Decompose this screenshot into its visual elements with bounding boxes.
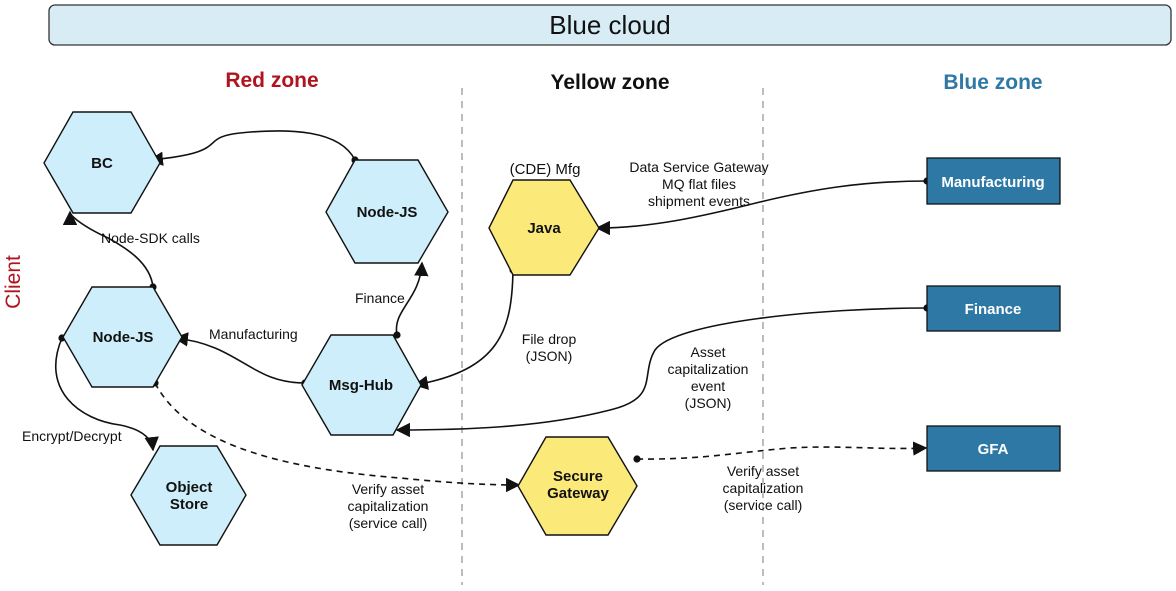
banner-title: Blue cloud — [549, 10, 670, 40]
verify-right-label-1: Verify asset — [727, 463, 799, 479]
verify-left-label-2: capitalization — [348, 498, 429, 514]
node-object-store-label-1: Object — [166, 479, 213, 496]
node-msghub-label: Msg-Hub — [329, 377, 393, 394]
node-sdk-calls-label: Node-SDK calls — [101, 230, 200, 246]
data-service-label-3: shipment events — [648, 193, 750, 209]
node-secure-gateway[interactable]: Secure Gateway — [517, 436, 638, 536]
node-nodejs-left[interactable]: Node-JS — [62, 286, 183, 388]
yellow-zone-title: Yellow zone — [550, 71, 669, 94]
node-secure-gateway-label-1: Secure — [553, 468, 603, 485]
edge-nodejs-to-securegateway — [154, 382, 521, 493]
asset-cap-label-4: (JSON) — [685, 395, 732, 411]
node-nodejs-top[interactable]: Node-JS — [325, 159, 449, 264]
cde-mfg-label: (CDE) Mfg — [510, 161, 581, 178]
asset-cap-label-2: capitalization — [668, 361, 749, 377]
verify-right-label-2: capitalization — [723, 480, 804, 496]
edge-nodesdk-to-bc — [62, 210, 154, 288]
edge-nodejs-to-objectstore — [55, 337, 159, 452]
edge-manufacturing-to-java — [595, 180, 928, 236]
manufacturing-edge-label: Manufacturing — [209, 326, 298, 342]
encrypt-decrypt-label: Encrypt/Decrypt — [22, 428, 122, 444]
blue-zone-title: Blue zone — [943, 71, 1042, 94]
connection-dots — [58, 156, 931, 463]
edge-nodejs-to-bc — [148, 130, 356, 166]
edge-finance-to-msghub — [395, 307, 928, 438]
node-manufacturing-label: Manufacturing — [941, 174, 1044, 191]
data-service-label-1: Data Service Gateway — [629, 159, 768, 175]
edge-java-to-msghub — [413, 269, 514, 390]
verify-left-label-3: (service call) — [349, 515, 428, 531]
node-nodejs-top-label: Node-JS — [357, 204, 418, 221]
verify-right-label-3: (service call) — [724, 497, 803, 513]
red-zone-title: Red zone — [225, 69, 318, 92]
node-bc[interactable]: BC — [43, 111, 161, 214]
asset-cap-label-3: event — [691, 378, 725, 394]
banner: Blue cloud — [48, 4, 1172, 46]
node-secure-gateway-label-2: Gateway — [547, 485, 609, 502]
node-object-store[interactable]: Object Store — [130, 445, 247, 546]
finance-edge-label: Finance — [355, 290, 405, 306]
verify-left-label-1: Verify asset — [352, 481, 424, 497]
node-gfa[interactable]: GFA — [926, 425, 1061, 472]
node-manufacturing[interactable]: Manufacturing — [926, 157, 1061, 205]
node-msghub[interactable]: Msg-Hub — [301, 334, 422, 436]
node-bc-label: BC — [91, 155, 113, 172]
file-drop-label-1: File drop — [522, 331, 577, 347]
node-finance[interactable]: Finance — [926, 285, 1061, 332]
edge-msghub-to-nodejs-left — [173, 332, 306, 384]
edge-securegateway-to-gfa — [636, 441, 928, 460]
asset-cap-label-1: Asset — [690, 344, 725, 360]
node-java[interactable]: Java — [488, 179, 600, 276]
node-nodejs-left-label: Node-JS — [93, 329, 154, 346]
node-finance-label: Finance — [965, 301, 1022, 318]
node-java-label: Java — [527, 220, 561, 237]
data-service-label-2: MQ flat files — [662, 176, 736, 192]
edge-msghub-to-nodejs — [395, 261, 429, 336]
file-drop-label-2: (JSON) — [526, 348, 573, 364]
node-object-store-label-2: Store — [170, 496, 208, 513]
client-label: Client — [2, 255, 25, 309]
node-gfa-label: GFA — [978, 441, 1009, 458]
